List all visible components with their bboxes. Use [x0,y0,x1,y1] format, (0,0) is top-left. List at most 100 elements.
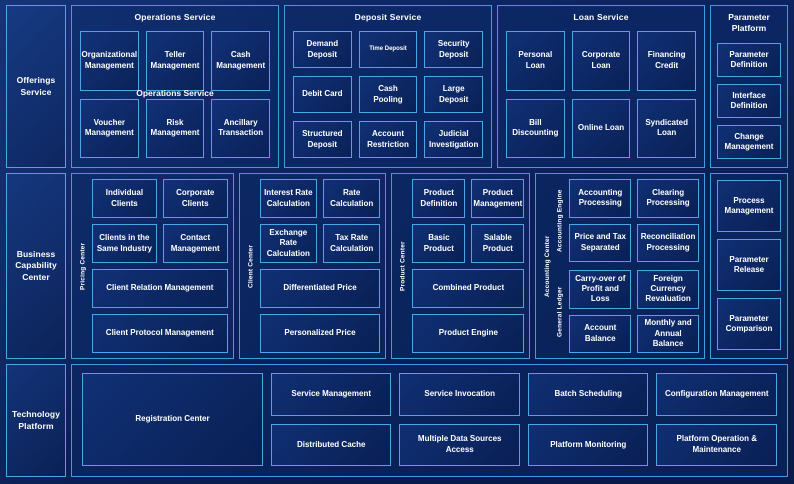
card-judicial-investigation[interactable]: Judicial Investigation [424,121,483,158]
center-group-3-row-3: Combined Product [412,269,525,308]
center-group-2: Client Center Interest Rate Calculation … [238,173,387,359]
service-group-loan-title: Loan Service [573,12,629,22]
card-foreign-currency-revaluation[interactable]: Foreign Currency Revaluation [637,270,699,309]
center-group-3-stack: Product Definition Product Management Ba… [409,179,525,353]
center-group-2-vertical-label: Client Center [247,244,255,288]
card-personalized-price[interactable]: Personalized Price [259,314,381,353]
card-interest-rate-calculation[interactable]: Interest Rate Calculation [259,179,317,218]
service-group-deposit-title: Deposit Service [354,12,422,22]
center-group-3: Product Center Product Definition Produc… [391,173,531,359]
card-contact-management[interactable]: Contact Management [162,224,228,263]
card-configuration-management[interactable]: Configuration Management [656,373,777,416]
card-bill-discounting[interactable]: Bill Discounting [506,98,565,158]
card-syndicated-loan[interactable]: Syndicated Loan [637,98,696,158]
general-ledger-row-2: Account Balance Monthly and Annual Balan… [569,314,699,353]
card-teller-management[interactable]: Teller Management [145,31,205,91]
card-client-protocol-management[interactable]: Client Protocol Management [92,314,228,353]
card-cash-pooling[interactable]: Cash Pooling [358,76,418,113]
card-change-management[interactable]: Change Management [717,124,781,159]
card-accounting-processing[interactable]: Accounting Processing [569,179,632,218]
card-batch-scheduling[interactable]: Batch Scheduling [527,373,649,416]
card-registration-center[interactable]: Registration Center [82,373,263,466]
center-group-1-row-3: Client Relation Management [92,269,228,308]
card-interface-definition[interactable]: Interface Definition [717,83,781,118]
card-product-engine[interactable]: Product Engine [412,314,525,353]
card-tax-rate-calculation[interactable]: Tax Rate Calculation [323,224,381,263]
card-corporate-clients[interactable]: Corporate Clients [162,179,228,218]
card-clients-same-industry[interactable]: Clients in the Same Industry [92,224,157,263]
card-basic-product[interactable]: Basic Product [412,224,466,263]
offerings-service-groups: Operations Service Organizational Manage… [71,5,705,168]
card-organizational-management[interactable]: Organizational Management [80,31,139,91]
card-cash-management[interactable]: Cash Management [211,31,270,91]
card-combined-product[interactable]: Combined Product [412,269,525,308]
card-product-management[interactable]: Product Management [471,179,525,218]
technology-platform-content: Registration Center Service Management S… [71,364,788,477]
center-group-2-stack: Interest Rate Calculation Rate Calculati… [257,179,381,353]
center-group-1-row-4: Client Protocol Management [92,314,228,353]
card-client-relation-management[interactable]: Client Relation Management [92,269,228,308]
technology-platform-grid: Service Management Service Invocation Ba… [270,373,777,466]
card-service-management[interactable]: Service Management [270,373,392,416]
card-security-deposit[interactable]: Security Deposit [424,31,483,68]
card-time-deposit[interactable]: Time Deposit [358,31,418,68]
business-capability-centers: Pricing Center Individual Clients Corpor… [71,173,705,359]
card-platform-operation-maintenance[interactable]: Platform Operation & Maintenance [656,423,777,466]
general-ledger-block: General Ledger Carry-over of Profit and … [554,270,699,353]
card-reconciliation-processing[interactable]: Reconciliation Processing [637,223,699,262]
accounting-engine-row-1: Accounting Processing Clearing Processin… [569,179,699,218]
card-service-invocation[interactable]: Service Invocation [399,373,520,416]
general-ledger-stack: Carry-over of Profit and Loss Foreign Cu… [566,270,699,353]
card-demand-deposit[interactable]: Demand Deposit [293,31,352,68]
card-process-management[interactable]: Process Management [717,180,781,232]
card-corporate-loan[interactable]: Corporate Loan [571,31,631,91]
center-group-3-vertical-label: Product Center [399,241,407,291]
general-ledger-vertical-label: General Ledger [556,286,564,337]
card-parameter-definition[interactable]: Parameter Definition [717,42,781,77]
card-individual-clients[interactable]: Individual Clients [92,179,157,218]
card-monthly-and-annual-balance[interactable]: Monthly and Annual Balance [637,314,699,353]
center-group-1-stack: Individual Clients Corporate Clients Cli… [89,179,228,353]
card-parameter-release[interactable]: Parameter Release [717,239,781,291]
service-group-loan-grid: Personal Loan Corporate Loan Financing C… [506,31,696,158]
card-differentiated-price[interactable]: Differentiated Price [259,269,381,308]
card-ancillary-transaction[interactable]: Ancillary Transaction [211,98,270,158]
card-multiple-data-sources-access[interactable]: Multiple Data Sources Access [399,423,520,466]
card-exchange-rate-calculation[interactable]: Exchange Rate Calculation [259,224,317,263]
center-group-1-vertical-label: Pricing Center [79,242,87,290]
card-personal-loan[interactable]: Personal Loan [506,31,565,91]
card-account-restriction[interactable]: Account Restriction [358,121,418,158]
card-salable-product[interactable]: Salable Product [471,224,525,263]
service-group-loan: Loan Service Personal Loan Corporate Loa… [497,5,705,168]
general-ledger-row-1: Carry-over of Profit and Loss Foreign Cu… [569,270,699,309]
card-price-and-tax-separated[interactable]: Price and Tax Separated [569,223,632,262]
card-distributed-cache[interactable]: Distributed Cache [270,423,392,466]
card-account-balance[interactable]: Account Balance [569,314,632,353]
accounting-engine-block: Accounting Engine Accounting Processing … [554,179,699,262]
card-debit-card[interactable]: Debit Card [293,76,352,113]
card-product-definition[interactable]: Product Definition [412,179,466,218]
card-platform-monitoring[interactable]: Platform Monitoring [527,423,649,466]
card-structured-deposit[interactable]: Structured Deposit [293,121,352,158]
center-group-3-row-1: Product Definition Product Management [412,179,525,218]
service-group-operations: Operations Service Organizational Manage… [71,5,279,168]
card-financing-credit[interactable]: Financing Credit [637,31,696,91]
center-group-2-row-3: Differentiated Price [259,269,381,308]
card-rate-calculation[interactable]: Rate Calculation [323,179,381,218]
card-clearing-processing[interactable]: Clearing Processing [637,179,699,218]
card-online-loan[interactable]: Online Loan [571,98,631,158]
center-group-3-row-4: Product Engine [412,314,525,353]
card-parameter-comparison[interactable]: Parameter Comparison [717,298,781,350]
card-large-deposit[interactable]: Large Deposit [424,76,483,113]
accounting-center-body: Accounting Engine Accounting Processing … [554,179,699,353]
card-voucher-management[interactable]: Voucher Management [80,98,139,158]
card-risk-management[interactable]: Risk Management [145,98,205,158]
center-group-1-row-1: Individual Clients Corporate Clients [92,179,228,218]
service-group-operations-title: Operations Service [134,12,216,22]
card-carry-over-of-profit-and-loss[interactable]: Carry-over of Profit and Loss [569,270,632,309]
